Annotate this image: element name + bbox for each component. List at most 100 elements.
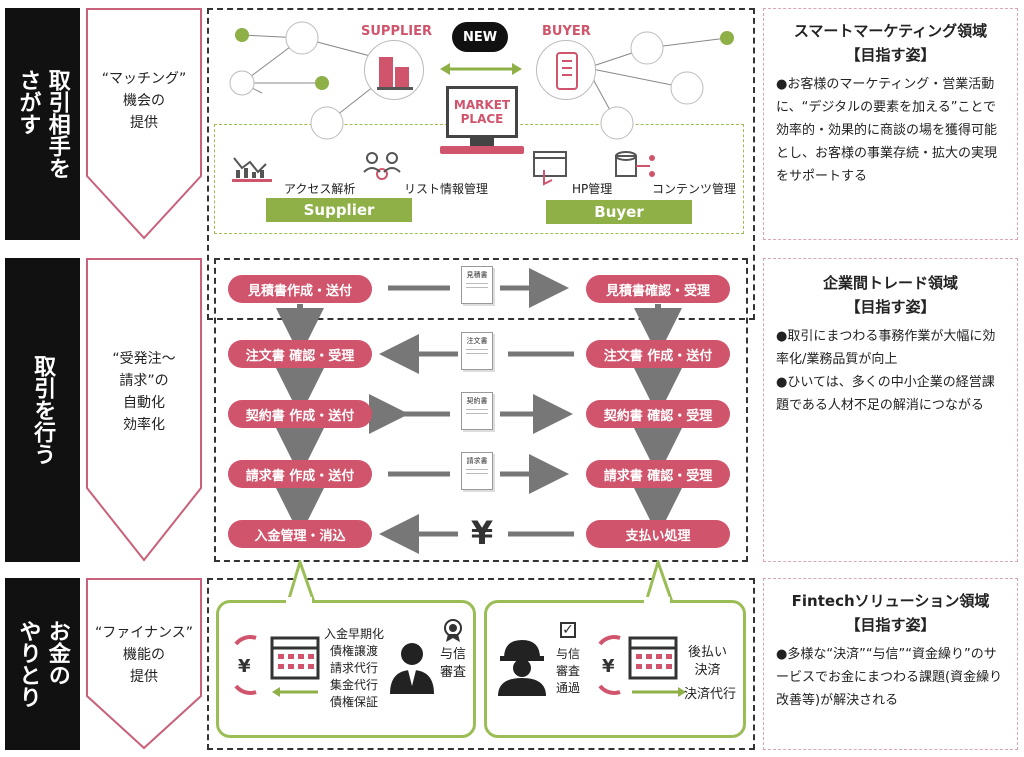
finance-service: 請求代行	[330, 661, 379, 675]
goal-panel-trade: 企業間トレード領域 【目指す姿】 ●取引にまつわる事務作業が大幅に効率化/業務品…	[763, 258, 1018, 562]
access-chart-icon	[232, 157, 272, 182]
access-analysis-label: アクセス解析	[284, 182, 356, 196]
chevron-line: “マッチング”	[101, 71, 187, 87]
finance-left-panel	[216, 600, 476, 738]
trade-arrows	[276, 268, 682, 554]
sidebar-text: 取引相手を	[44, 69, 70, 179]
chevron-line: 機能の	[123, 647, 165, 663]
content-management-label: コンテンツ管理	[652, 182, 737, 196]
order-document-icon: 注文書	[461, 332, 493, 370]
flow-right-step: 請求書 確認・受理	[586, 460, 730, 488]
pay-text: 後払い	[688, 645, 728, 660]
deferred-payment-label: 後払い 決済	[688, 644, 727, 680]
credit-text: 通過	[556, 681, 581, 695]
goal-body: ●取引にまつわる事務作業が大幅に効率化/業務品質が向上 ●ひいては、多くの中小企…	[776, 329, 996, 413]
buyer-label: BUYER	[542, 24, 591, 39]
finance-services-list: 入金早期化 債権譲渡 請求代行 集金代行 債権保証	[324, 626, 384, 711]
hp-management-label: HP管理	[572, 182, 613, 196]
database-icon	[615, 151, 655, 177]
sidebar-col: 取引相手を	[45, 69, 70, 179]
credit-text: 審査	[440, 665, 467, 680]
goal-subtitle: 【目指す姿】	[845, 298, 936, 316]
flow-right-step: 契約書 確認・受理	[586, 400, 730, 428]
finance-service: 集金代行	[330, 678, 379, 692]
sidebar-col: さがす	[15, 69, 41, 179]
sidebar-trade: 取引を行う	[5, 258, 80, 562]
checkbox-icon: ✓	[560, 622, 576, 638]
worker-icon	[498, 640, 546, 696]
goal-subtitle: 【目指す姿】	[845, 616, 936, 634]
sidebar-text: やりとり	[15, 620, 41, 708]
chevron-line: “ファイナンス”	[95, 625, 193, 641]
doc-title: 契約書	[466, 397, 488, 405]
sidebar-col: 取引を行う	[30, 355, 55, 465]
sidebar-money: お金の やりとり	[5, 578, 80, 750]
award-icon	[444, 619, 462, 642]
flow-left-step: 請求書 作成・送付	[228, 460, 372, 488]
svg-text:¥: ¥	[602, 656, 615, 677]
finance-service: 債権譲渡	[330, 644, 379, 658]
chevron-finance: “ファイナンス” 機能の 提供	[85, 578, 203, 750]
goal-panel-fintech: Fintechソリューション領域 【目指す姿】 ●多様な“決済”“与信”“資金繰…	[763, 578, 1018, 750]
supplier-label: SUPPLIER	[361, 24, 432, 39]
doc-title: 見積書	[466, 271, 488, 279]
payment-agent-label: 決済代行	[684, 687, 737, 702]
chevron-matching: “マッチング” 機会の 提供	[85, 8, 203, 240]
finance-service: 債権保証	[330, 695, 379, 709]
yen-cycle-calendar-icon: ¥	[598, 635, 686, 697]
monitor-stand	[470, 138, 494, 146]
monitor-keyboard	[440, 146, 524, 154]
goal-title: 企業間トレード領域	[822, 274, 958, 292]
callout-cover	[286, 597, 312, 605]
new-badge: NEW	[452, 22, 508, 52]
flow-left-step: 契約書 作成・送付	[228, 400, 372, 428]
chevron-shape	[86, 258, 202, 562]
hp-screen-icon	[533, 151, 567, 186]
credit-check-left: 与信 審査	[440, 646, 466, 682]
doc-title: 請求書	[466, 457, 488, 465]
credit-text: 与信	[440, 647, 467, 662]
trade-frame	[214, 258, 748, 562]
pay-text: 決済	[694, 663, 721, 678]
goal-title: スマートマーケティング領域	[793, 22, 988, 40]
buyer-bar: Buyer	[546, 200, 692, 224]
doc-title: 注文書	[466, 337, 488, 345]
callout-cover	[644, 597, 670, 605]
quote-document-icon: 見積書	[461, 266, 493, 304]
yen-icon: ¥	[470, 514, 494, 552]
sidebar-text: 取引を行う	[30, 355, 56, 465]
credit-text: 与信	[556, 647, 581, 661]
flow-left-step: 入金管理・消込	[228, 520, 372, 548]
goal-subtitle: 【目指す姿】	[845, 46, 936, 64]
flow-right-step: 注文書 作成・送付	[586, 340, 730, 368]
marketplace-frame	[207, 8, 755, 320]
svg-text:¥: ¥	[238, 656, 251, 677]
goal-panel-marketing: スマートマーケティング領域 【目指す姿】 ●お客様のマーケティング・営業活動に、…	[763, 8, 1018, 240]
sidebar-text: お金の	[44, 620, 70, 686]
goal-title: Fintechソリューション領域	[791, 592, 990, 610]
new-badge-text: NEW	[462, 29, 498, 45]
credit-text: 審査	[556, 664, 581, 678]
flow-left-step: 見積書作成・送付	[228, 275, 372, 303]
credit-check-right: 与信 審査 通過	[556, 646, 580, 697]
chevron-line: 機会の	[123, 93, 165, 109]
chevron-line: 提供	[130, 115, 158, 131]
chevron-line: “受発注〜	[112, 351, 176, 367]
supplier-icon	[364, 40, 424, 100]
chevron-line: 自動化	[123, 395, 165, 411]
chevron-line: 請求”の	[119, 373, 169, 389]
chevron-automation: “受発注〜 請求”の 自動化 効率化	[85, 258, 203, 562]
flow-left-step: 注文書 確認・受理	[228, 340, 372, 368]
supplier-bar: Supplier	[266, 198, 412, 222]
list-management-label: リスト情報管理	[404, 182, 489, 196]
chevron-line: 効率化	[123, 417, 165, 433]
invoice-document-icon: 請求書	[461, 452, 493, 490]
flow-right-step: 支払い処理	[586, 520, 730, 548]
yen-cycle-calendar-icon: ¥	[234, 635, 320, 697]
chevron-line: 提供	[130, 669, 158, 685]
double-arrow-icon	[440, 63, 522, 75]
goal-body: ●多様な“決済”“与信”“資金繰り”のサービスでお金にまつわる課題(資金繰り改善…	[776, 647, 1003, 708]
finance-frame	[207, 578, 755, 750]
marketplace-monitor: MARKET PLACE	[446, 86, 518, 138]
buyer-icon	[536, 40, 596, 100]
